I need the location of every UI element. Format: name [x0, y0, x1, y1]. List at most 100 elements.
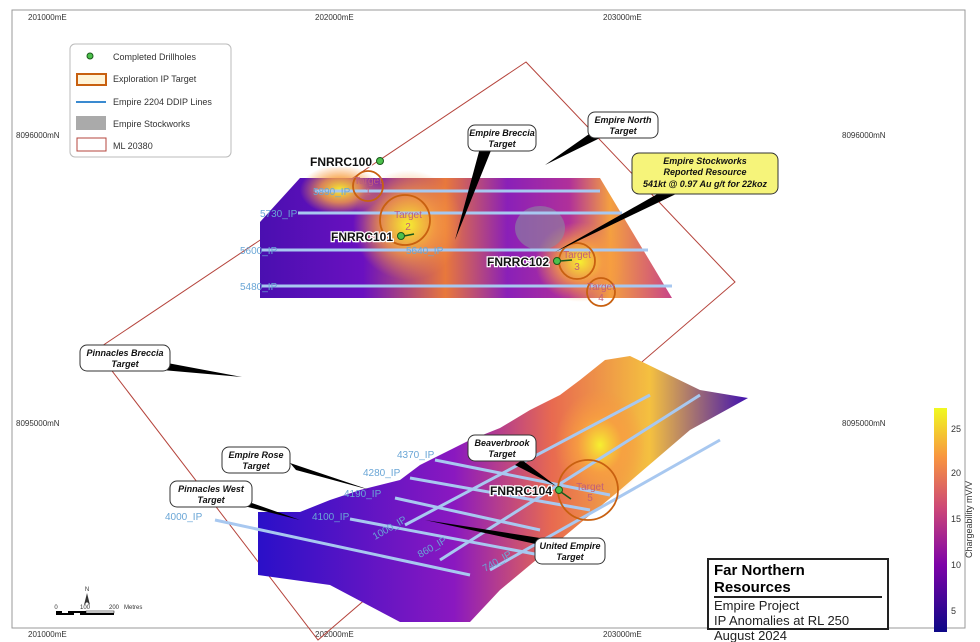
callout-empire-breccia: Empire Breccia Target — [467, 124, 537, 152]
colorbar: 25 20 15 10 5 Chargeability mV/V — [934, 408, 974, 632]
callout-united-empire: United Empire Target — [534, 537, 606, 565]
colorbar-gradient — [934, 408, 947, 632]
colorbar-tick: 15 — [951, 514, 961, 524]
drillhole-label: FNRRC101 — [331, 230, 393, 244]
easting-label: 203000mE — [603, 630, 642, 639]
ip-line-label: 5730_IP — [260, 209, 298, 220]
ip-line-label: 5640_IP — [406, 246, 444, 257]
callout-pinnacles-west: Pinnacles West Target — [169, 480, 253, 508]
ip-line-label: 4280_IP — [363, 468, 401, 479]
svg-text:Beaverbrook: Beaverbrook — [474, 438, 530, 448]
northing-label: 8096000mN — [16, 131, 60, 140]
drillholes — [376, 157, 573, 500]
svg-text:Reported Resource: Reported Resource — [663, 167, 746, 177]
svg-text:Target: Target — [197, 495, 225, 505]
colorbar-tick: 10 — [951, 560, 961, 570]
svg-text:Empire Stockworks: Empire Stockworks — [663, 156, 747, 166]
ml-boundary — [95, 61, 736, 641]
ip-line-label: 5890_IP — [313, 187, 351, 198]
easting-label: 202000mE — [315, 13, 354, 22]
red-box-icon — [76, 137, 107, 152]
ip-line-label: 4190_IP — [344, 489, 382, 500]
colorbar-tick: 5 — [951, 606, 956, 616]
svg-text:Empire Rose: Empire Rose — [228, 450, 283, 460]
legend-label: Empire 2204 DDIP Lines — [113, 97, 212, 107]
callout-pointers — [162, 132, 676, 546]
map-frame — [11, 9, 966, 629]
svg-text:Target: Target — [556, 552, 584, 562]
svg-text:Empire North: Empire North — [594, 115, 652, 125]
legend-label: Exploration IP Target — [113, 74, 197, 84]
company-name: Far Northern Resources — [714, 562, 882, 598]
svg-text:Target: Target — [609, 126, 637, 136]
legend: Completed Drillholes Exploration IP Targ… — [69, 43, 232, 158]
target-number: 4 — [598, 293, 604, 304]
callout-empire-north: Empire North Target — [587, 111, 659, 139]
callout-stockworks-resource: Empire Stockworks Reported Resource 541k… — [631, 152, 779, 195]
callout-beaverbrook: Beaverbrook Target — [467, 434, 537, 462]
colorbar-tick: 20 — [951, 468, 961, 478]
colorbar-label: Chargeability mV/V — [964, 481, 974, 558]
svg-text:Empire Breccia: Empire Breccia — [469, 128, 535, 138]
colorbar-tick: 25 — [951, 424, 961, 434]
svg-text:N: N — [85, 587, 89, 593]
grey-box-icon — [76, 116, 106, 130]
drillhole-marker — [555, 486, 563, 494]
easting-label: 202000mE — [315, 630, 354, 639]
orange-box-icon — [76, 73, 107, 86]
ip-line-label: 4000_IP — [165, 512, 203, 523]
northing-label: 8095000mN — [842, 419, 886, 428]
green-dot-icon — [86, 52, 94, 60]
svg-text:Target: Target — [488, 449, 516, 459]
project-name: Empire Project — [714, 598, 800, 613]
easting-label: 203000mE — [603, 13, 642, 22]
northing-label: 8096000mN — [842, 131, 886, 140]
svg-text:0: 0 — [54, 605, 58, 611]
map-subtitle: IP Anomalies at RL 250 — [714, 613, 850, 628]
svg-text:Target: Target — [242, 461, 270, 471]
target-number: 1 — [365, 187, 371, 198]
easting-label: 201000mE — [28, 630, 67, 639]
svg-text:United Empire: United Empire — [539, 541, 600, 551]
easting-label: 201000mE — [28, 13, 67, 22]
drillhole-label: FNRRC100 — [310, 155, 372, 169]
svg-text:Target: Target — [488, 139, 516, 149]
callout-empire-rose: Empire Rose Target — [221, 446, 291, 474]
ip-line-label: 4370_IP — [397, 450, 435, 461]
ip-line-label: 4100_IP — [312, 512, 350, 523]
legend-label: ML 20380 — [113, 141, 153, 151]
ip-line-label: 5480_IP — [240, 282, 278, 293]
title-block: Far Northern Resources Empire Project IP… — [707, 558, 889, 642]
target-number: 3 — [574, 262, 580, 273]
svg-text:Pinnacles West: Pinnacles West — [178, 484, 245, 494]
legend-label: Empire Stockworks — [113, 119, 191, 129]
svg-text:200: 200 — [109, 605, 120, 611]
svg-text:100: 100 — [80, 605, 91, 611]
ip-line-label: 5600_IP — [240, 246, 278, 257]
target-label: Target — [563, 250, 591, 261]
callout-pinnacles-breccia: Pinnacles Breccia Target — [79, 344, 171, 372]
svg-text:541kt @ 0.97 Au g/t for 22koz: 541kt @ 0.97 Au g/t for 22koz — [643, 179, 767, 189]
scale-bar: N 0 100 200 Metres — [54, 587, 142, 615]
north-arrow-icon — [84, 593, 90, 605]
drillhole-marker — [376, 157, 384, 165]
target-label: Target — [587, 282, 615, 293]
target-label: Target — [576, 482, 604, 493]
northing-label: 8095000mN — [16, 419, 60, 428]
target-label: Target — [394, 210, 422, 221]
target-labels: Target 1 Target 2 Target 3 Target 4 Targ… — [354, 176, 615, 504]
ip-block-north — [260, 165, 672, 302]
target-number: 5 — [587, 493, 593, 504]
target-label: Target — [354, 176, 382, 187]
svg-text:Target: Target — [111, 359, 139, 369]
svg-text:Pinnacles Breccia: Pinnacles Breccia — [86, 348, 163, 358]
legend-label: Completed Drillholes — [113, 52, 197, 62]
stockworks-area — [515, 206, 565, 250]
drillhole-marker — [553, 257, 561, 265]
svg-text:Metres: Metres — [124, 605, 142, 611]
drillhole-marker — [397, 232, 405, 240]
drillhole-label: FNRRC104 — [490, 484, 552, 498]
map-date: August 2024 — [714, 628, 788, 642]
target-number: 2 — [405, 222, 411, 233]
